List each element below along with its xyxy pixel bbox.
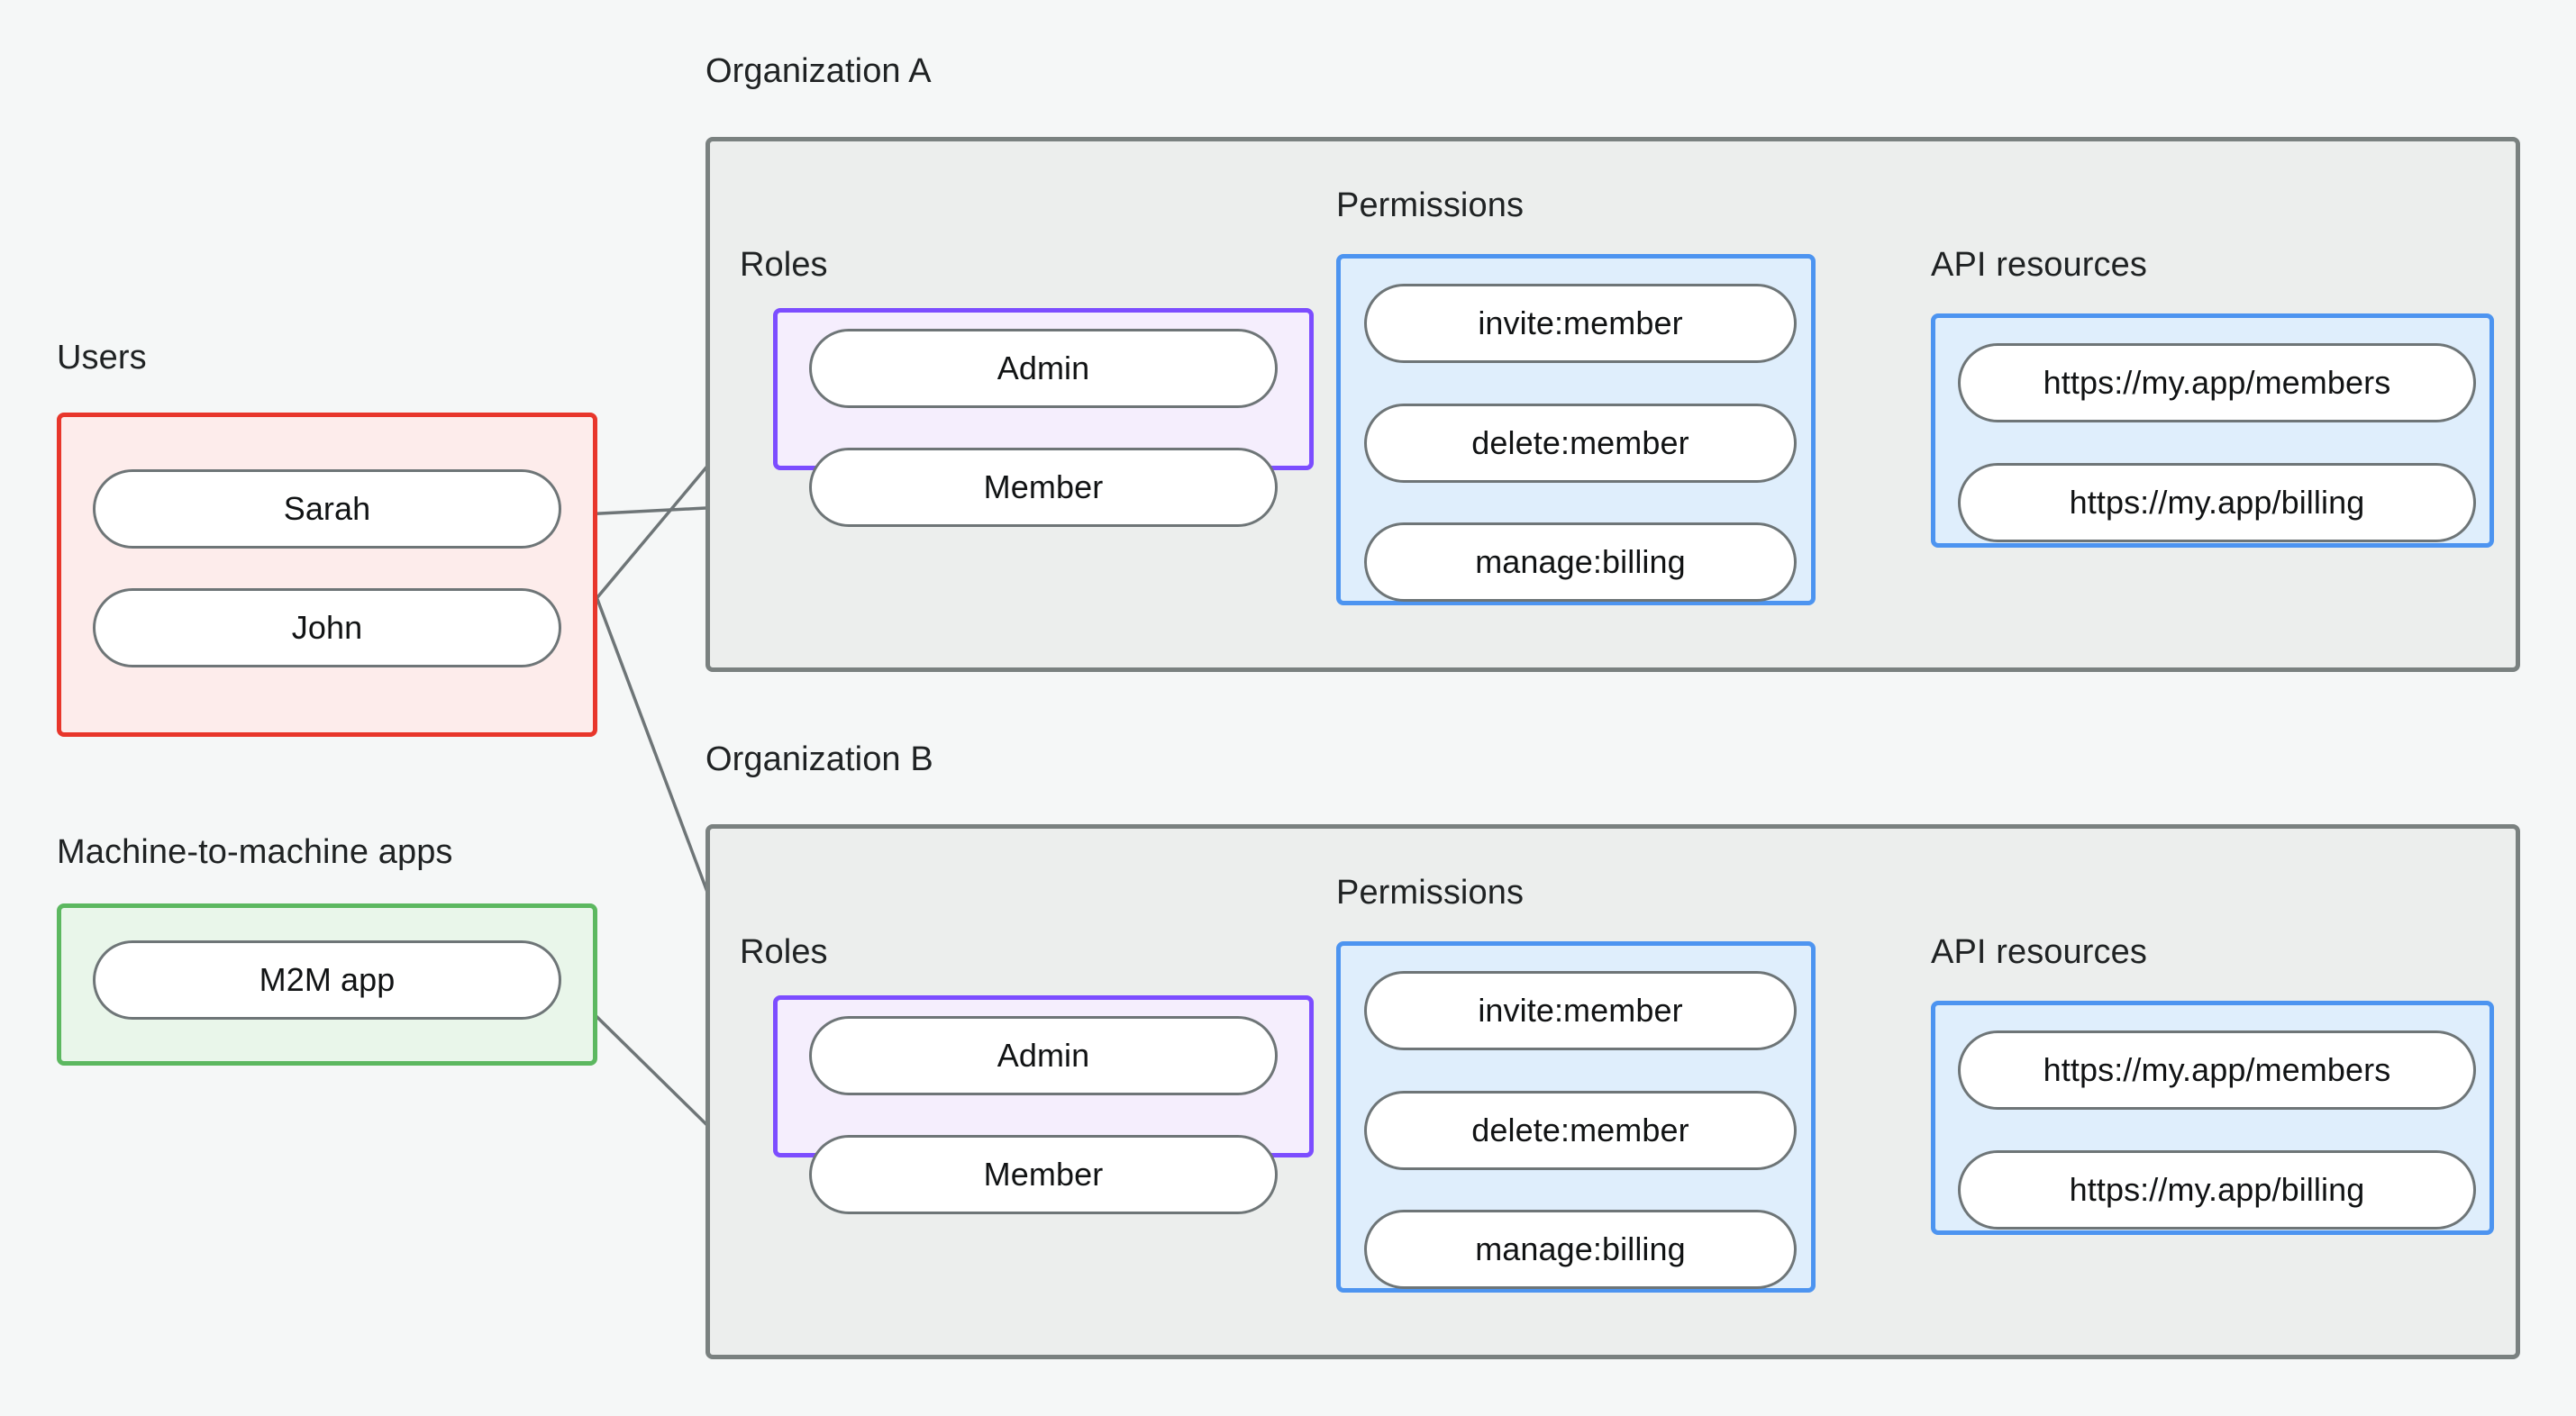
user-pill-john[interactable]: John [93, 588, 561, 667]
role-pill-member-org-b[interactable]: Member [809, 1135, 1278, 1214]
api-resource-pill-billing-org-b[interactable]: https://my.app/billing [1958, 1150, 2476, 1230]
roles-box-org-a: Admin Member [773, 308, 1314, 527]
caption-m2m-apps: Machine-to-machine apps [57, 833, 453, 871]
caption-api-resources-org-b: API resources [1931, 933, 2147, 971]
api-resource-label-members-org-a: https://my.app/members [2043, 364, 2391, 401]
m2m-label-app: M2M app [259, 961, 396, 998]
user-pill-sarah[interactable]: Sarah [93, 469, 561, 549]
api-resource-label-members-org-b: https://my.app/members [2043, 1051, 2391, 1088]
role-label-member-org-b: Member [983, 1156, 1104, 1193]
role-pill-admin-org-a[interactable]: Admin [809, 329, 1278, 408]
caption-users: Users [57, 339, 147, 377]
role-label-member-org-a: Member [983, 468, 1104, 505]
permission-pill-invite-member-org-b[interactable]: invite:member [1364, 971, 1797, 1050]
api-resource-label-billing-org-a: https://my.app/billing [2069, 484, 2365, 521]
permission-label-manage-billing-org-b: manage:billing [1475, 1230, 1686, 1267]
caption-organization-a: Organization A [705, 52, 932, 90]
api-resource-pill-members-org-a[interactable]: https://my.app/members [1958, 343, 2476, 422]
permissions-box-org-a: invite:member delete:member manage:billi… [1336, 254, 1816, 605]
api-resource-label-billing-org-b: https://my.app/billing [2069, 1171, 2365, 1208]
permission-pill-delete-member-org-a[interactable]: delete:member [1364, 404, 1797, 483]
caption-permissions-org-b: Permissions [1336, 874, 1525, 912]
user-label-sarah: Sarah [283, 490, 371, 527]
user-label-john: John [291, 609, 363, 646]
permission-label-invite-member-org-a: invite:member [1478, 304, 1683, 341]
permission-pill-manage-billing-org-b[interactable]: manage:billing [1364, 1210, 1797, 1289]
api-resource-pill-billing-org-a[interactable]: https://my.app/billing [1958, 463, 2476, 542]
organization-b-group: Roles Permissions API resources Admin Me… [705, 824, 2520, 1359]
api-resources-box-org-a: https://my.app/members https://my.app/bi… [1931, 313, 2494, 548]
caption-roles-org-b: Roles [740, 933, 828, 971]
permissions-box-org-b: invite:member delete:member manage:billi… [1336, 941, 1816, 1293]
permission-label-invite-member-org-b: invite:member [1478, 992, 1683, 1029]
users-group: Sarah John [57, 413, 597, 737]
role-pill-admin-org-b[interactable]: Admin [809, 1016, 1278, 1095]
api-resources-box-org-b: https://my.app/members https://my.app/bi… [1931, 1001, 2494, 1235]
roles-box-org-b: Admin Member [773, 995, 1314, 1214]
caption-organization-b: Organization B [705, 740, 933, 778]
role-pill-member-org-a[interactable]: Member [809, 448, 1278, 527]
caption-api-resources-org-a: API resources [1931, 246, 2147, 284]
permission-label-delete-member-org-a: delete:member [1471, 424, 1689, 461]
permission-pill-manage-billing-org-a[interactable]: manage:billing [1364, 522, 1797, 602]
caption-roles-org-a: Roles [740, 246, 828, 284]
caption-permissions-org-a: Permissions [1336, 186, 1525, 224]
role-label-admin-org-b: Admin [997, 1037, 1090, 1074]
organization-a-group: Roles Permissions API resources Admin Me… [705, 137, 2520, 672]
m2m-group: M2M app [57, 903, 597, 1066]
permission-label-delete-member-org-b: delete:member [1471, 1112, 1689, 1148]
permission-label-manage-billing-org-a: manage:billing [1475, 543, 1686, 580]
permission-pill-delete-member-org-b[interactable]: delete:member [1364, 1091, 1797, 1170]
permission-pill-invite-member-org-a[interactable]: invite:member [1364, 284, 1797, 363]
role-label-admin-org-a: Admin [997, 349, 1090, 386]
api-resource-pill-members-org-b[interactable]: https://my.app/members [1958, 1030, 2476, 1110]
m2m-pill-app[interactable]: M2M app [93, 940, 561, 1020]
